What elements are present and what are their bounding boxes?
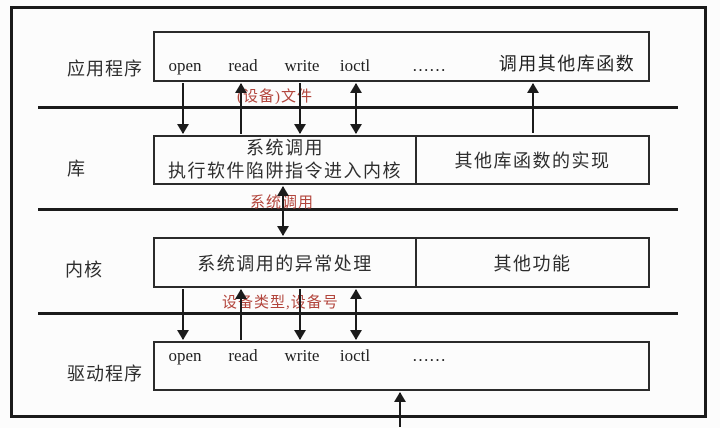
- kernel-other-func-label: 其他功能: [493, 253, 572, 274]
- arrow-libimpl-to-app-up-icon: [527, 83, 539, 134]
- drv-fn-ioctl: ioctl: [339, 346, 371, 365]
- kernel-syscall-handler-label: 系统调用的异常处理: [197, 253, 373, 274]
- arrow-kernel-to-drv-write-down-icon: [294, 288, 306, 340]
- library-syscall-line2: 执行软件陷阱指令进入内核: [168, 161, 402, 181]
- diagram-outer-frame: [10, 6, 707, 418]
- library-syscall-line1: 系统调用: [246, 138, 324, 158]
- arrow-app-lib-ioctl-both-icon: [350, 83, 362, 134]
- annotation-system-call: 系统调用: [250, 191, 314, 212]
- app-fn-ioctl: ioctl: [339, 56, 371, 75]
- separator-app-library: [38, 106, 678, 109]
- kernel-syscall-handler-box: 系统调用的异常处理: [153, 237, 417, 288]
- drv-fn-ellipsis: ……: [412, 346, 446, 365]
- driver-functions-box: open read write ioctl ……: [153, 341, 650, 391]
- arrow-lib-to-app-read-up-icon: [235, 83, 247, 135]
- app-fn-ellipsis: ……: [412, 56, 446, 75]
- drv-fn-read: read: [228, 346, 258, 365]
- arrow-lib-kernel-both-icon: [277, 186, 289, 236]
- arrow-into-driver-up-icon: [394, 392, 406, 428]
- layer-label-library: 库: [67, 159, 86, 179]
- arrow-app-to-lib-open-down-icon: [177, 82, 189, 134]
- library-other-impl-box: 其他库函数的实现: [415, 135, 650, 185]
- app-fn-write: write: [284, 56, 320, 75]
- arrow-app-to-lib-write-down-icon: [294, 82, 306, 134]
- kernel-other-func-box: 其他功能: [415, 237, 650, 288]
- app-other-library-calls: 调用其他库函数: [498, 54, 636, 74]
- drv-fn-write: write: [284, 346, 320, 365]
- arrow-drv-to-kernel-read-up-icon: [235, 289, 247, 341]
- app-fn-open: open: [168, 56, 202, 75]
- app-fn-read: read: [228, 56, 258, 75]
- library-syscall-box: 系统调用 执行软件陷阱指令进入内核: [153, 135, 417, 185]
- arrow-kernel-drv-ioctl-both-icon: [350, 289, 362, 340]
- arrow-kernel-to-drv-open-down-icon: [177, 288, 189, 340]
- layer-label-application: 应用程序: [67, 59, 143, 79]
- library-other-impl-label: 其他库函数的实现: [454, 151, 611, 171]
- annotation-device-file: (设备)文件: [237, 89, 313, 105]
- drv-fn-open: open: [168, 346, 202, 365]
- layer-label-kernel: 内核: [65, 260, 103, 280]
- application-functions-box: open read write ioctl …… 调用其他库函数: [153, 31, 650, 82]
- annotation-device-type-number: 设备类型,设备号: [222, 295, 339, 311]
- separator-library-kernel: [38, 208, 678, 211]
- layer-label-driver: 驱动程序: [67, 364, 143, 384]
- separator-kernel-driver: [38, 312, 678, 315]
